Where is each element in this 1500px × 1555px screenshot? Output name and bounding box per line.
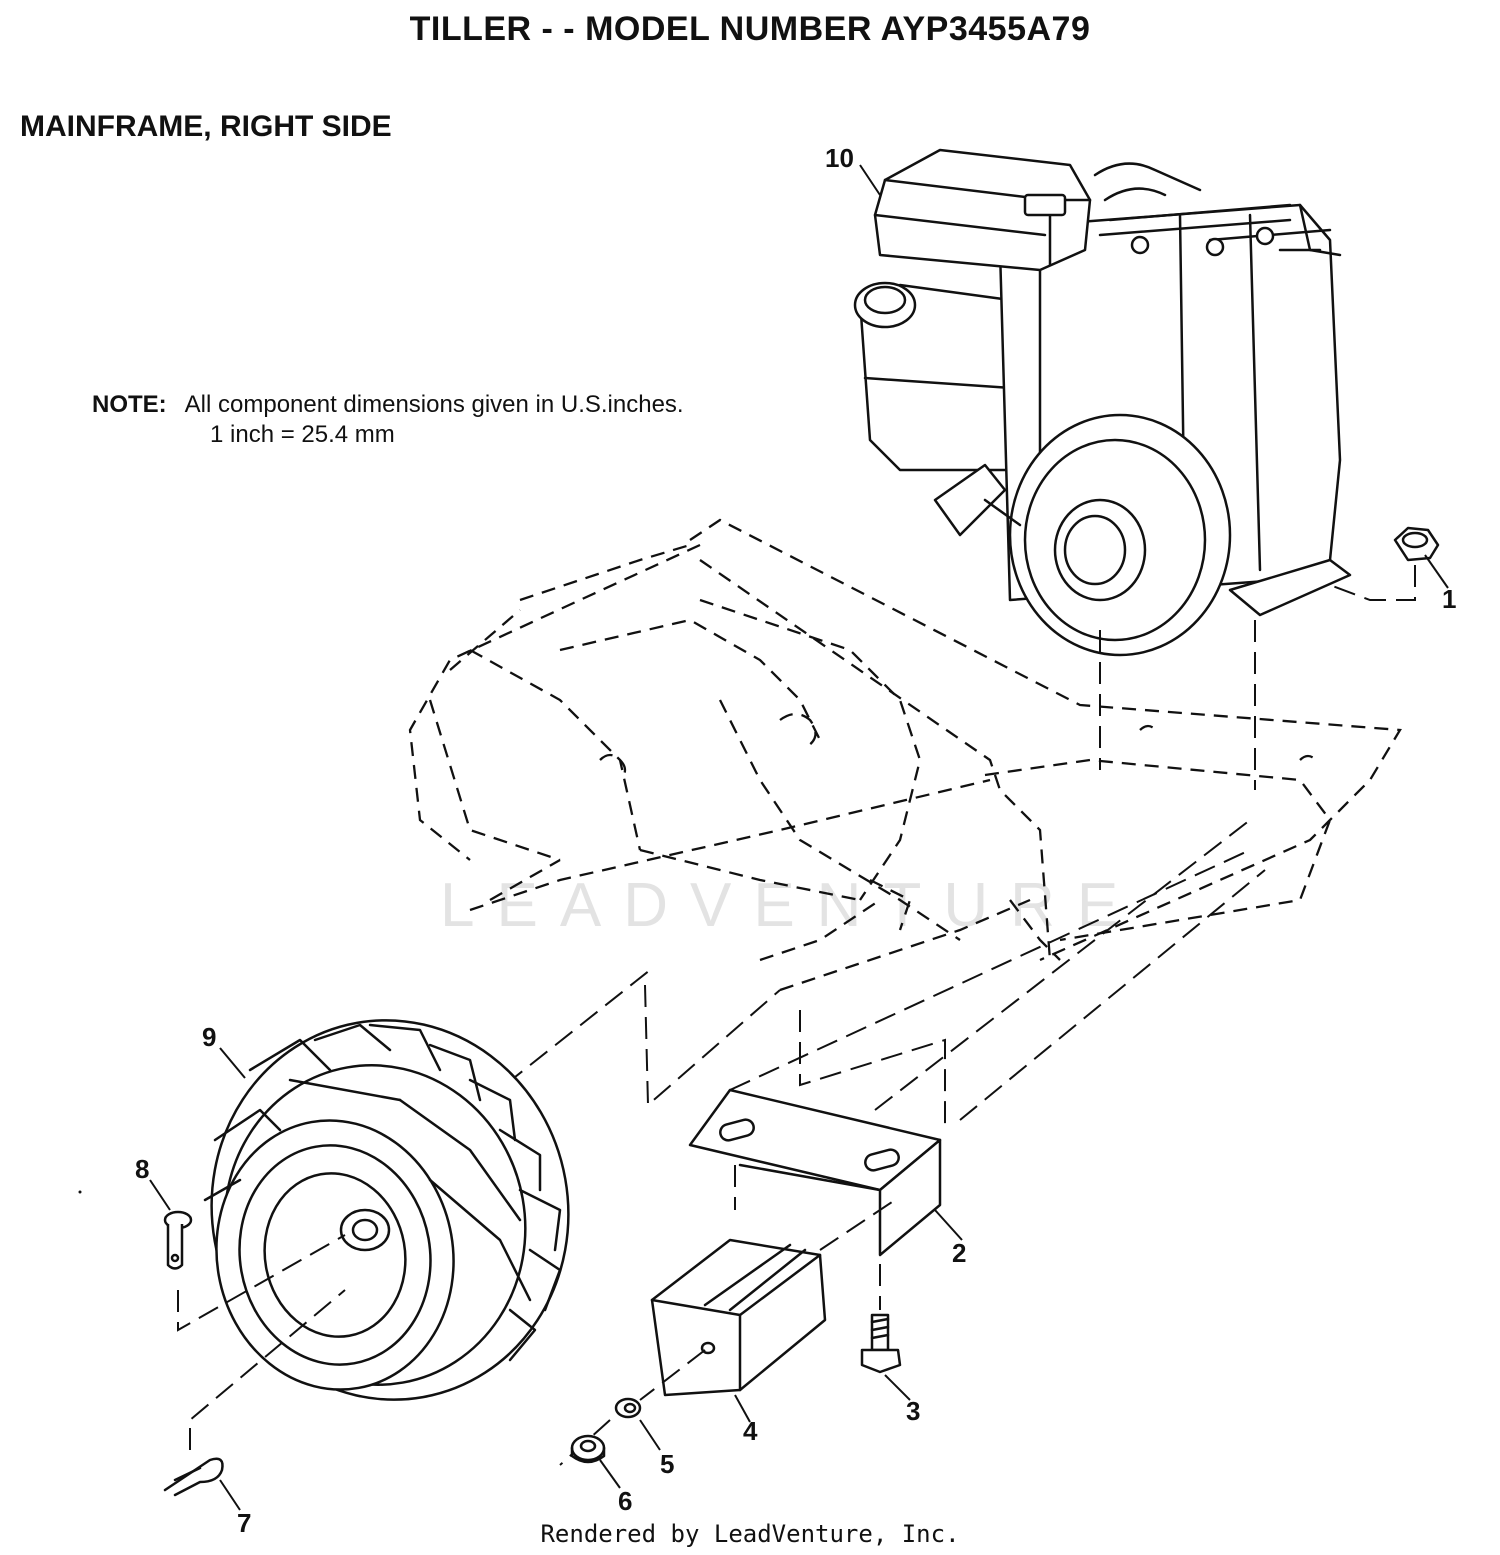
- note-label: NOTE:: [92, 391, 167, 418]
- callout-6: 6: [618, 1486, 632, 1516]
- callout-2: 2: [952, 1238, 966, 1268]
- note-line-1: All component dimensions given in U.S.in…: [184, 391, 684, 418]
- footer-credit: Rendered by LeadVenture, Inc.: [540, 1520, 960, 1548]
- section-subtitle: MAINFRAME, RIGHT SIDE: [20, 110, 392, 143]
- note-line-2: 1 inch = 25.4 mm: [210, 421, 395, 448]
- callout-10: 10: [825, 143, 854, 173]
- part-7-hairpin-clip: [163, 1289, 346, 1497]
- part-8-clevis-pin: [163, 1210, 346, 1332]
- mainframe-tine-assembly: [408, 518, 1402, 992]
- dimension-note: NOTE: All component dimensions given in U…: [92, 390, 684, 450]
- part-3-bolt: [860, 1313, 902, 1374]
- callout-9: 9: [202, 1022, 216, 1052]
- part-5-lock-washer: [614, 1397, 642, 1419]
- page-title: TILLER - - MODEL NUMBER AYP3455A79: [409, 10, 1091, 48]
- part-9-wheel: [203, 1019, 570, 1401]
- callout-3: 3: [906, 1396, 920, 1426]
- watermark: LEADVENTURE: [440, 871, 1141, 940]
- callout-5: 5: [660, 1449, 674, 1479]
- part-2-bracket: [688, 1088, 942, 1257]
- part-6-nut: [570, 1434, 606, 1464]
- part-1-lock-nut: [1329, 526, 1440, 601]
- callout-4: 4: [743, 1416, 758, 1446]
- callout-8: 8: [135, 1154, 149, 1184]
- engine: [853, 148, 1352, 657]
- callout-1: 1: [1442, 584, 1456, 614]
- callout-7: 7: [237, 1508, 251, 1538]
